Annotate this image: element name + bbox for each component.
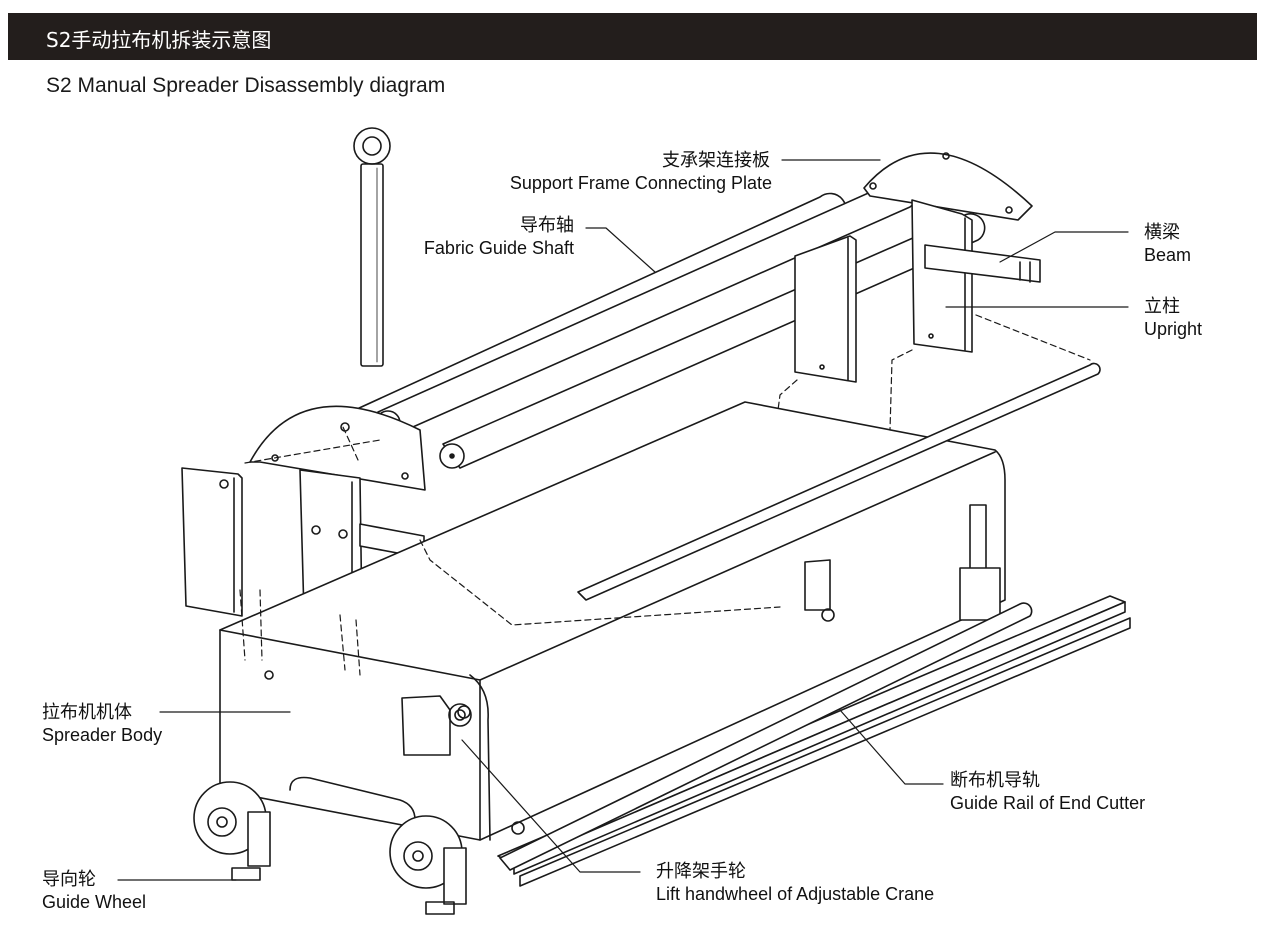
left-connecting-plate [249, 405, 426, 491]
label-support-frame-plate: 支承架连接板 [662, 150, 770, 171]
handwheel-box [401, 695, 472, 756]
page-title: S2手动拉布机拆装示意图 [46, 28, 272, 52]
header-bar: S2手动拉布机拆装示意图 [8, 13, 1257, 60]
label-spreader-body: 拉布机机体 Spreader Body [42, 702, 163, 745]
eye-bolt [353, 127, 391, 367]
label-fabric-guide-shaft-en: Fabric Guide Shaft [423, 238, 574, 258]
label-support-frame-plate-en: Support Frame Connecting Plate [509, 173, 772, 193]
label-guide-wheel: 导向轮 Guide Wheel [42, 869, 147, 912]
right-connecting-plate [863, 152, 1033, 221]
lower-shaft [577, 362, 1101, 601]
guide-rails [497, 595, 1131, 887]
label-fabric-guide-shaft: 导布轴 [520, 215, 574, 236]
guide-wheels [193, 781, 467, 915]
fabric-guide-shafts [332, 178, 986, 469]
right-brackets [804, 504, 1001, 622]
label-upright: 立柱 Upright [1144, 296, 1203, 339]
page-subtitle: S2 Manual Spreader Disassembly diagram [46, 74, 446, 97]
right-beam [924, 244, 1041, 283]
label-lift-handwheel: 升降架手轮 Lift handwheel of Adjustable Crane [656, 861, 935, 904]
label-beam: 横梁 Beam [1144, 222, 1192, 265]
right-uprights [794, 199, 973, 383]
label-guide-rail: 断布机导轨 Guide Rail of End Cutter [950, 770, 1146, 813]
